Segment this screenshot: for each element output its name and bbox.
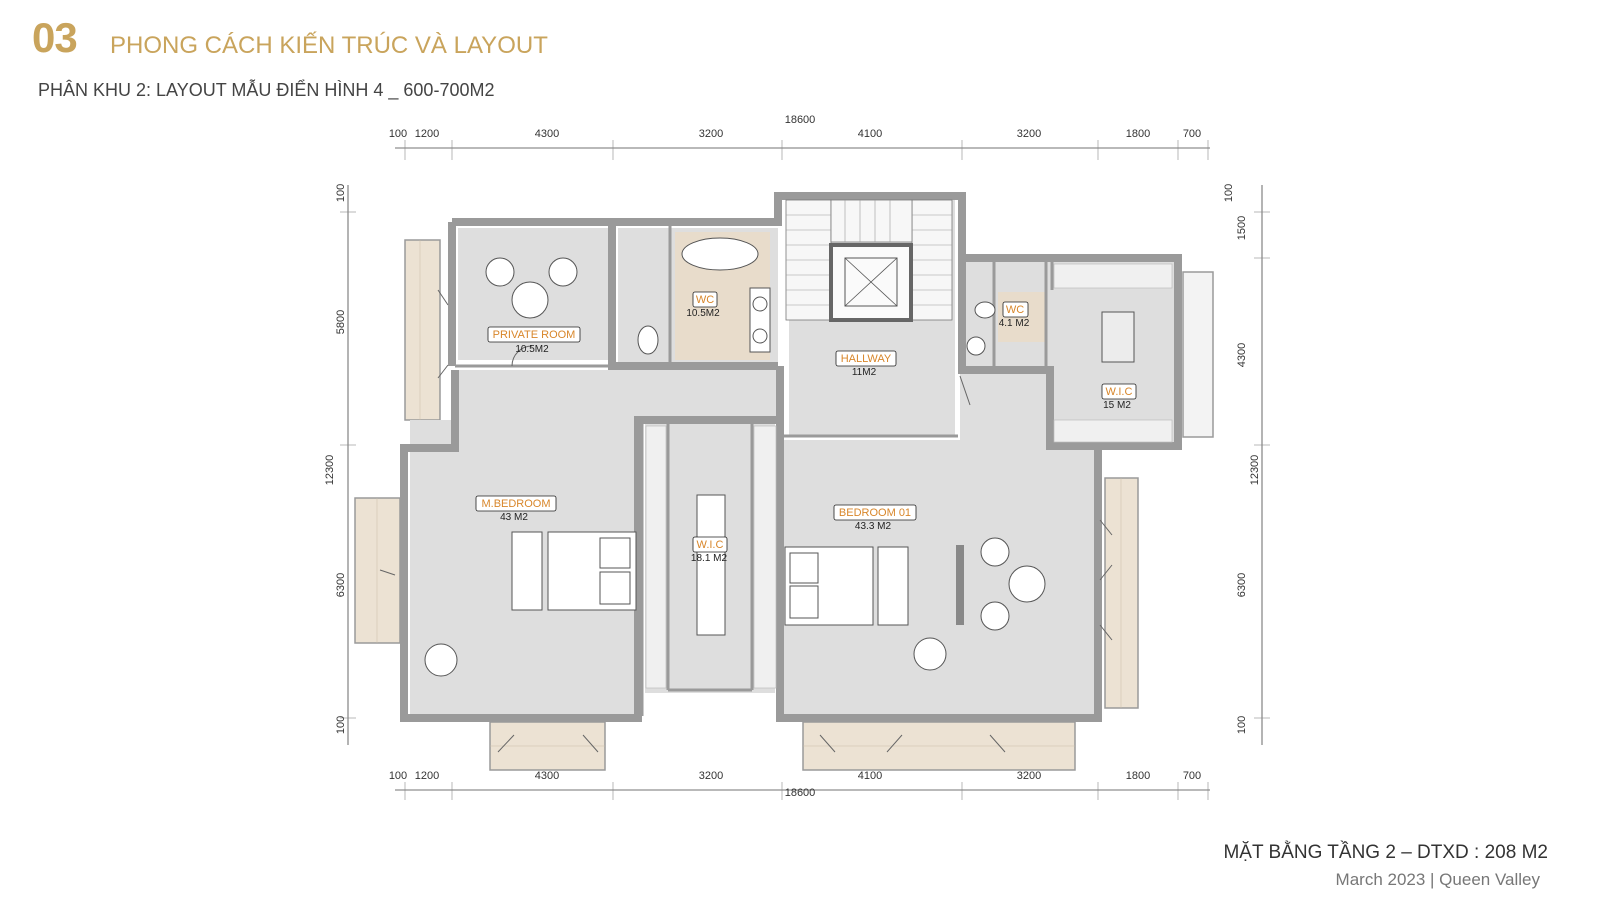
dim-top-seg: 1800 [1126,128,1150,140]
dimension-lines [340,140,1270,800]
dim-bottom-seg: 3200 [1017,770,1041,782]
dim-top-seg: 3200 [1017,128,1041,140]
armchair-icon [485,257,578,287]
dim-right-seg: 12300 [1249,455,1261,486]
dim-left-seg: 6300 [335,573,347,597]
dim-right-seg: 100 [1236,716,1248,734]
section-subtitle: PHÂN KHU 2: LAYOUT MẪU ĐIỂN HÌNH 4 _ 600… [38,80,495,100]
room-name: W.I.C [697,539,724,551]
date-project: March 2023 | Queen Valley [1335,870,1540,889]
dim-bottom-seg: 4300 [535,770,559,782]
dim-right-seg: 4300 [1236,343,1248,367]
island-icon [1101,311,1135,363]
round-table-icon [511,281,549,319]
toilet-icon [637,325,659,355]
dim-left-seg: 5800 [335,310,347,334]
room-label-hallway: HALLWAY 11M2 [835,350,897,378]
room-name: WC [696,294,714,306]
person-icon [424,637,947,677]
room-name: WC [1006,304,1024,316]
armchair-icon [980,537,1010,631]
dim-bottom-total: 18600 [785,787,816,799]
dim-right-seg: 100 [1223,184,1235,202]
sink-icon [966,336,986,356]
bathtub-icon [681,237,759,271]
room-name: BEDROOM 01 [839,507,911,519]
dim-right-seg: 1500 [1236,216,1248,240]
closet-shelving [645,263,1173,689]
inner-walls [455,226,1054,716]
walls [400,192,1182,722]
elevator-icon [829,243,913,322]
sink-icon [752,328,768,344]
dim-bottom-seg: 700 [1183,770,1201,782]
round-table-icon [1008,565,1046,603]
dim-bottom-seg: 100 [389,770,407,782]
dim-left-seg: 12300 [324,455,336,486]
section-number: 03 [32,14,78,61]
room-area: 4.1 M2 [999,318,1030,329]
room-area: 18.1 M2 [691,553,728,564]
dim-bottom-seg: 4100 [858,770,882,782]
dim-left-seg: 100 [335,716,347,734]
stair-treads [786,200,952,306]
room-name: PRIVATE ROOM [493,329,576,341]
tv-unit-icon [956,545,964,625]
room-label-master-bedroom: M.BEDROOM 43 M2 [475,495,557,523]
room-label-wc-2: WC 4.1 M2 [999,301,1030,329]
toilet-icon [974,301,996,319]
bed-icon [784,546,909,626]
section-title: PHONG CÁCH KIẾN TRÚC VÀ LAYOUT [110,32,548,59]
room-label-wc-1: WC 10.5M2 [686,291,720,319]
room-area: 43 M2 [500,512,528,523]
dim-top-seg: 4100 [858,128,882,140]
room-area: 11M2 [852,367,877,378]
dim-bottom-seg: 1800 [1126,770,1150,782]
room-label-bedroom-01: BEDROOM 01 43.3 M2 [833,504,917,532]
room-area: 15 M2 [1103,400,1131,411]
room-label-private-room: PRIVATE ROOM 10.5M2 [487,326,581,355]
dim-top-seg: 3200 [699,128,723,140]
sink-icon [752,296,768,312]
dim-top-total: 18600 [785,114,816,126]
bed-icon [511,531,637,611]
room-area: 43.3 M2 [855,521,892,532]
dim-top-seg: 100 [389,128,407,140]
dim-top-seg: 700 [1183,128,1201,140]
room-label-wic-2: W.I.C 18.1 M2 [691,536,728,564]
dim-top-seg: 4300 [535,128,559,140]
room-area: 10.5M2 [515,344,549,355]
dim-bottom-seg: 3200 [699,770,723,782]
room-area: 10.5M2 [686,308,720,319]
room-name: M.BEDROOM [481,498,550,510]
door-swings [379,289,1113,753]
dim-right-seg: 6300 [1236,573,1248,597]
balcony-decking [376,240,1122,747]
room-name: HALLWAY [841,353,892,365]
dim-top-seg: 1200 [415,128,439,140]
room-name: W.I.C [1106,386,1133,398]
dim-bottom-seg: 1200 [415,770,439,782]
plan-title: MẶT BẰNG TẦNG 2 – DTXD : 208 M2 [1223,842,1548,863]
island-icon [696,494,726,636]
dim-left-seg: 100 [335,184,347,202]
room-label-wic-1: W.I.C 15 M2 [1101,383,1137,411]
